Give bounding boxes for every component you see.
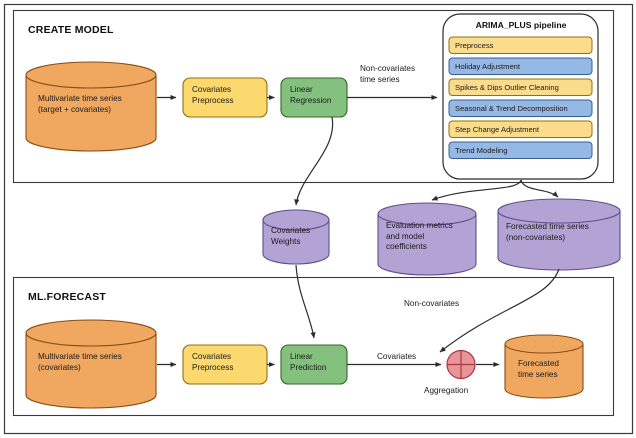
create-model-title: CREATE MODEL: [28, 24, 114, 36]
forecasted-noncovariates-label: Forecasted time series (non-covariates): [506, 222, 589, 242]
arima-plus-pipeline-title: ARIMA_PLUS pipeline: [475, 20, 567, 30]
edge-label-non-covariates-time-series: Non-covariates time series: [360, 64, 416, 84]
edge-label-covariates: Covariates: [377, 352, 417, 361]
pipeline-step-label-0: Preprocess: [455, 40, 494, 50]
pipeline-step-shape-2: [448, 78, 593, 96]
pipeline-step-label-2: Spikes & Dips Outlier Cleaning: [455, 82, 559, 92]
covariates-preprocess-label: Covariates Preprocess: [192, 85, 234, 105]
pipeline-step-label-5: Trend Modeling: [455, 145, 508, 155]
aggregation-node-shape: [446, 349, 476, 380]
pipeline-step-label-3: Seasonal & Trend Decomposition: [455, 103, 568, 113]
multivariate-time-series-covariates-shape: [25, 319, 157, 409]
pipeline-step-label-1: Holiday Adjustment: [455, 61, 521, 71]
edge-label-non-covariates: Non-covariates: [404, 299, 460, 308]
arrow-forecasted-noncov-to-aggregation: [439, 268, 560, 353]
aggregation-label: Aggregation: [424, 386, 469, 395]
covariates-weights-label: Covariates Weights: [271, 226, 311, 246]
outer-frame: [3, 3, 634, 435]
linear-prediction-label: Linear Prediction: [290, 352, 327, 372]
linear-regression-label: Linear Regression: [290, 85, 332, 105]
ml-forecast-section-box: [12, 276, 615, 417]
ml-forecast-title: ML.FORECAST: [28, 291, 107, 303]
evaluation-metrics-label: Evaluation metrics and model coefficient…: [386, 221, 453, 251]
multivariate-time-series-covariates-label: Multivariate time series (covariates): [38, 352, 122, 372]
covariates-preprocess-forecast-label: Covariates Preprocess: [192, 352, 234, 372]
forecasted-time-series-output-shape: [504, 334, 584, 399]
pipeline-step-shape-1: [448, 57, 593, 75]
pipeline-step-shape-4: [448, 120, 593, 138]
arrow-arima-to-evaluation-metrics: [431, 179, 522, 201]
multivariate-time-series-source-shape: [25, 61, 157, 152]
pipeline-step-label-4: Step Change Adjustment: [455, 124, 540, 134]
covariates-weights-shape: [262, 209, 330, 265]
pipeline-step-shape-3: [448, 99, 593, 117]
arrow-covariates-weights-to-linear-prediction: [295, 264, 316, 339]
evaluation-metrics-shape: [377, 202, 477, 276]
pipeline-step-shape-0: [448, 36, 593, 54]
arrow-regression-to-covariates-weights: [294, 116, 334, 206]
multivariate-time-series-source-label: Multivariate time series (target + covar…: [38, 94, 122, 114]
arrow-arima-to-forecasted-noncov: [520, 179, 559, 198]
create-model-section-box: [12, 9, 615, 184]
pipeline-step-shape-5: [448, 141, 593, 159]
forecasted-time-series-output-label: Forecasted time series: [518, 359, 559, 379]
forecasted-noncovariates-shape: [497, 198, 621, 271]
